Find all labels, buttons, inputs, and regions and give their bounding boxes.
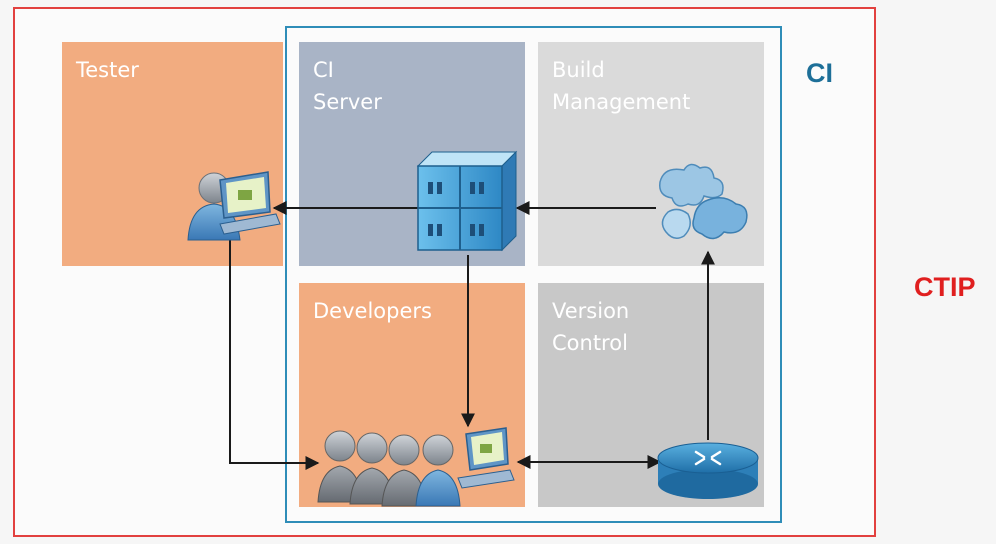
ctip-frame-label: CTIP [914, 272, 976, 302]
developer-group-icon [317, 427, 515, 507]
connectors [229, 201, 715, 470]
developers-panel: Developers [299, 283, 525, 507]
version-control-label: Version Control [552, 299, 630, 355]
developer-laptop [457, 427, 515, 489]
puzzle-pieces-icon [659, 163, 748, 240]
tester-label: Tester [76, 58, 139, 82]
build-management-label: Build Management [552, 58, 691, 114]
person-at-computer-icon [187, 171, 281, 241]
ci-frame-label: CI [806, 58, 833, 88]
developer-person-3 [381, 434, 427, 507]
tester-to-developers-arrow [229, 240, 320, 470]
server-rack-icon [416, 150, 518, 252]
ci-frame [285, 26, 782, 523]
router-icon [657, 442, 759, 499]
developers-label: Developers [313, 299, 432, 323]
ci-server-label: CI Server [313, 58, 382, 114]
developer-person-4 [415, 434, 461, 507]
